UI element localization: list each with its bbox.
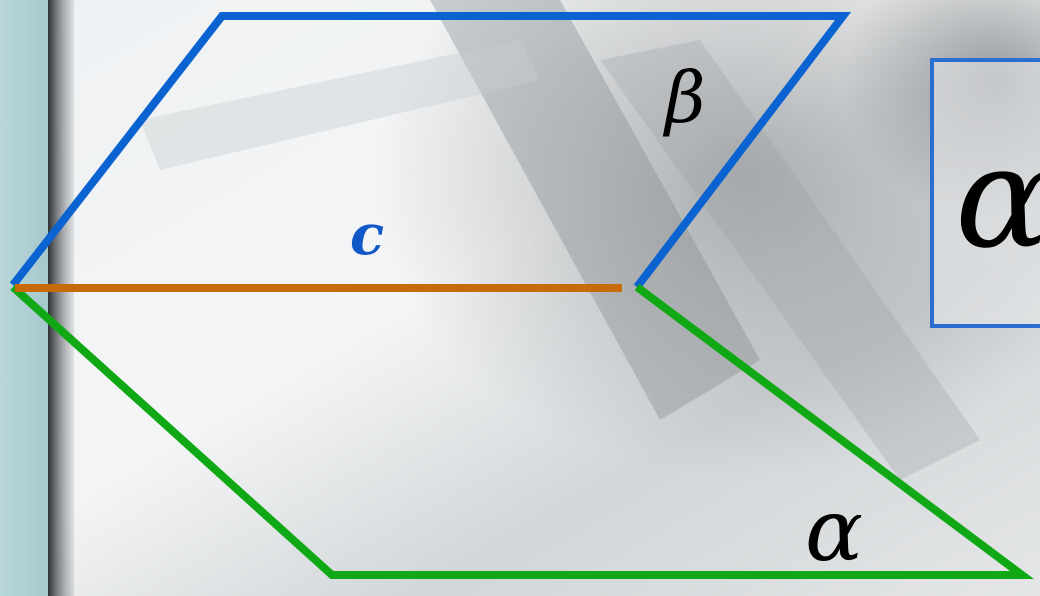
line-c-label: c — [350, 202, 384, 268]
boxed-alpha-symbol: α — [955, 117, 1040, 280]
plane-alpha-outline — [10, 283, 1035, 579]
plane-alpha-label: α — [805, 481, 863, 581]
plane-beta-label: β — [662, 57, 705, 139]
boxed-formula: α — [930, 58, 1040, 328]
plane-beta-outline — [9, 12, 852, 290]
